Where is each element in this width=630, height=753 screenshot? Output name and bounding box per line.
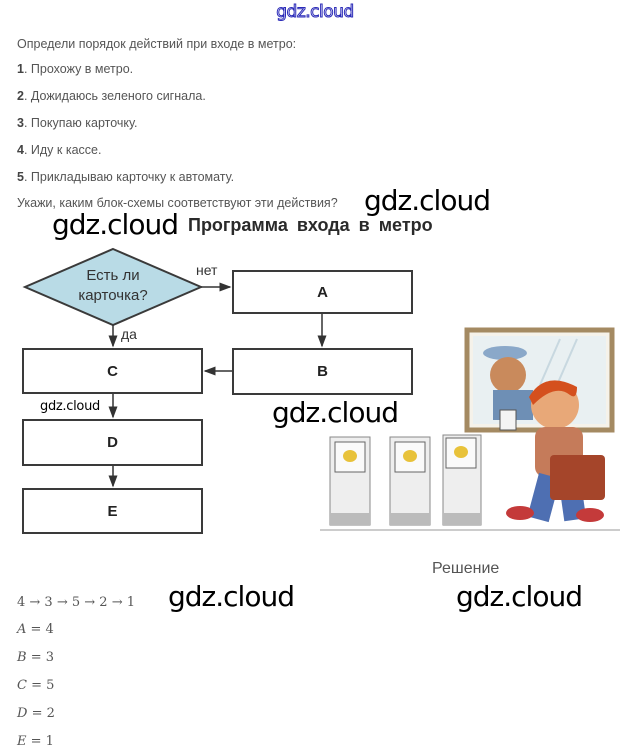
decision-line-2: карточка? [78,287,148,304]
step-text: . Дожидаюсь зеленого сигнала. [23,89,206,103]
answer-value: = 5 [31,678,55,693]
answer-c: C = 5 [17,678,54,693]
watermark: gdz.cloud [40,399,100,414]
boy-illustration [499,380,605,523]
answer-var: C [17,678,27,693]
answer-var: E [17,734,27,749]
answer-var: A [17,622,27,637]
answer-var: B [17,650,27,665]
answer-value: = 4 [30,622,54,637]
watermark: gdz.cloud [168,580,295,613]
step-number: 1 [17,62,24,76]
step-text: . Прикладываю карточку к автомату. [23,170,235,184]
solution-heading: Решение [432,560,500,577]
answer-e: E = 1 [17,734,54,749]
step-number: 2 [17,89,24,103]
answer-value: = 3 [30,650,54,665]
step-number: 5 [17,170,24,184]
answer-value: = 1 [30,734,54,749]
step-text: . Прохожу в метро. [23,62,134,76]
block-b: B [232,348,413,395]
step-2: 2. Дожидаюсь зеленого сигнала. [17,89,206,103]
metro-illustration [320,327,620,531]
step-5: 5. Прикладываю карточку к автомату. [17,170,234,184]
step-text: . Иду к кассе. [23,143,102,157]
watermark: gdz.cloud [52,208,179,241]
watermark: gdz.cloud [272,396,399,429]
step-3: 3. Покупаю карточку. [17,116,138,130]
answer-d: D = 2 [17,706,55,721]
block-e: E [22,488,203,534]
step-4: 4. Иду к кассе. [17,143,101,157]
answer-value: = 2 [31,706,55,721]
figure-title: Программа входа в метро [188,215,433,235]
label-no: нет [196,262,218,278]
turnstile-illustration [320,434,620,531]
answer-sequence: 4 → 3 → 5 → 2 → 1 [17,595,135,610]
label-yes: да [121,326,137,342]
task-question: Укажи, каким блок-схемы соответствуют эт… [17,196,338,210]
block-d: D [22,419,203,466]
answer-a: A = 4 [17,622,54,637]
decision-text: Есть ли карточка? [45,266,181,306]
step-number: 3 [17,116,24,130]
watermark: gdz.cloud [456,580,583,613]
task-intro: Определи порядок действий при входе в ме… [17,37,297,51]
answer-b: B = 3 [17,650,54,665]
decision-line-1: Есть ли [86,267,140,284]
step-text: . Покупаю карточку. [23,116,138,130]
watermark: gdz.cloud [364,184,491,217]
watermark-top: gdz.cloud [276,2,355,23]
step-number: 4 [17,143,24,157]
step-1: 1. Прохожу в метро. [17,62,133,76]
answer-var: D [17,706,28,721]
block-a: A [232,270,413,314]
block-c: C [22,348,203,394]
